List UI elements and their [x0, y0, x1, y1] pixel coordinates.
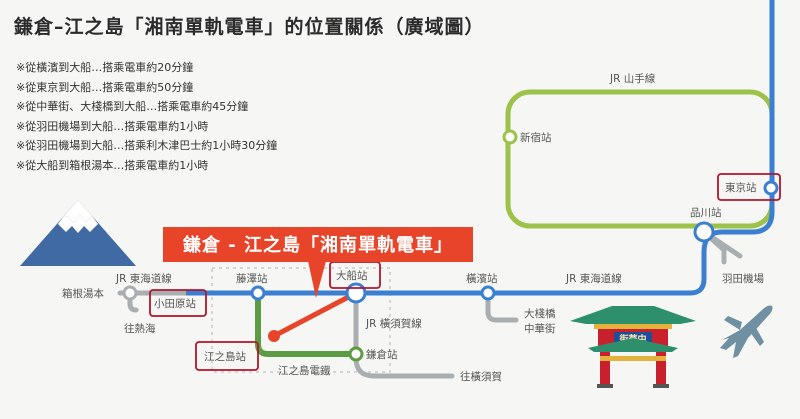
chinatown-gate-icon: 街華中 [570, 306, 696, 388]
chukagai-label[interactable]: 中華街 [524, 322, 556, 335]
tokyo-label[interactable]: 東京站 [725, 181, 757, 194]
tokaido-west-label: JR 東海道線 [115, 272, 172, 285]
shinagawa-node[interactable] [693, 221, 715, 243]
to-yokosuka-label: 往橫須賀 [460, 370, 502, 383]
shinjuku-node[interactable] [502, 129, 518, 145]
enoshima-monorail-endpoint [268, 330, 280, 342]
shinagawa-label[interactable]: 品川站 [690, 206, 722, 219]
tokyo-highlight [717, 173, 781, 201]
ofuna-label[interactable]: 大船站 [336, 269, 368, 282]
note-item: ※從羽田機場到大船…搭乘電車約1小時 [16, 119, 209, 133]
to-atami-label: 往熱海 [124, 322, 156, 335]
enoshima-label[interactable]: 江之島站 [204, 350, 246, 363]
fujisawa-node[interactable] [250, 285, 266, 301]
odawara-highlight [149, 289, 207, 317]
atami-branch [127, 290, 139, 313]
hakone-yumoto-label[interactable]: 箱根湯本 [62, 287, 104, 300]
enoshima-highlight [195, 341, 259, 371]
odawara-label[interactable]: 小田原站 [154, 297, 196, 310]
note-item: ※從羽田機場到大船…搭乘利木津巴士約1小時30分鐘 [16, 139, 278, 152]
yokosuka-line-label: JR 橫須賀線 [365, 317, 422, 330]
airplane-icon [720, 305, 773, 358]
shonan-monorail-banner: 鎌倉 - 江之島「湘南單軌電車」 [163, 227, 473, 298]
yamanote-line-label: JR 山手線 [609, 72, 656, 85]
travel-time-notes: ※從橫濱到大船…搭乘電車約20分鐘 ※從東京到大船…搭乘電車約50分鐘 ※從中華… [16, 58, 277, 175]
fujisawa-label[interactable]: 藤澤站 [236, 272, 268, 285]
yokohama-label[interactable]: 橫濱站 [466, 272, 498, 285]
enoden-line-label: 江之島電鐵 [278, 364, 331, 377]
kamakura-label[interactable]: 鎌倉站 [366, 348, 398, 361]
tokaido-east-label: JR 東海道線 [565, 272, 622, 285]
ofuna-node[interactable] [345, 282, 367, 304]
kamakura-node[interactable] [348, 346, 364, 362]
osanbashi-label[interactable]: 大棧橋 [524, 307, 556, 320]
note-item: ※從橫濱到大船…搭乘電車約20分鐘 [16, 61, 194, 74]
region-outline [211, 267, 391, 373]
yokosuka-line [353, 290, 455, 379]
map-title: 鎌倉–江之島「湘南單軌電車」的位置關係（廣域圖） [14, 16, 485, 38]
note-item: ※從東京到大船…搭乘電車約50分鐘 [16, 80, 194, 94]
note-item: ※從大船到箱根湯本…搭乘電車約1小時 [16, 158, 209, 172]
tokyo-node[interactable] [763, 180, 779, 196]
odawara-node[interactable] [122, 285, 138, 301]
yokohama-node[interactable] [480, 285, 496, 301]
chinatown-branch [485, 290, 519, 323]
shonan-monorail-line [271, 290, 359, 339]
yamanote-line [505, 89, 775, 229]
shinjuku-label[interactable]: 新宿站 [520, 131, 552, 144]
banner-text: 鎌倉 - 江之島「湘南單軌電車」 [182, 234, 453, 256]
mount-fuji-icon [20, 200, 136, 266]
note-item: ※從中華街、大棧橋到大船…搭乘電車約45分鐘 [16, 100, 249, 113]
haneda-label[interactable]: 羽田機場 [722, 272, 764, 285]
